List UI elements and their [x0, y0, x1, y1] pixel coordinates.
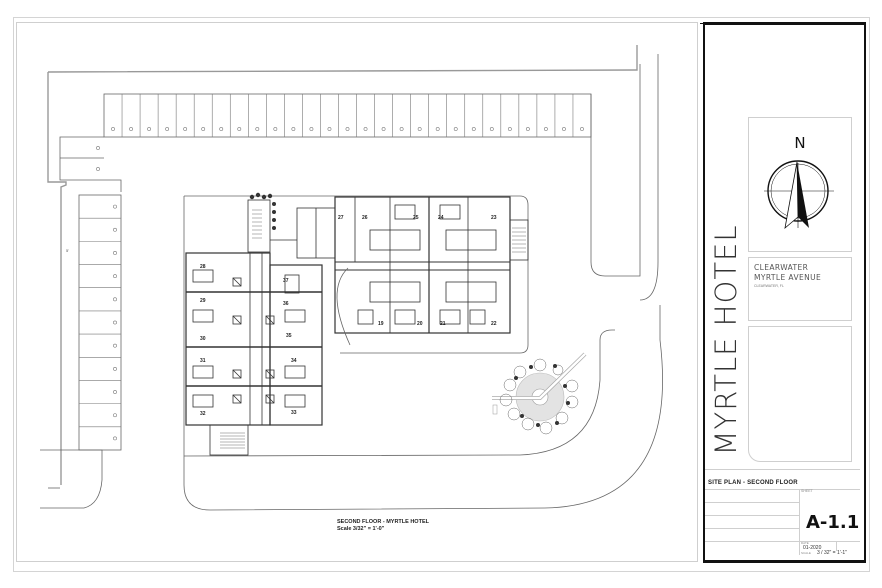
scale-label: SCALE [801, 551, 811, 555]
date-label: DATE [801, 541, 809, 545]
scale-value: 3 / 32" = 1'-1" [817, 550, 847, 556]
divider [799, 489, 800, 555]
north-arrow-box: N [748, 117, 852, 252]
unit-21: 21 [440, 321, 446, 327]
unit-31: 31 [200, 358, 206, 364]
unit-24: 24 [438, 215, 444, 221]
divider [705, 469, 860, 470]
caption-title: SECOND FLOOR - MYRTLE HOTEL [337, 519, 429, 525]
sheet-title: SITE PLAN - SECOND FLOOR [708, 480, 798, 486]
project-address-box: CLEARWATER MYRTLE AVENUE CLEARWATER, FL [748, 257, 852, 321]
unit-35: 35 [286, 333, 292, 339]
unit-27: 27 [338, 215, 344, 221]
sheet-number: A-1.1 [806, 512, 860, 533]
unit-20: 20 [417, 321, 423, 327]
divider [836, 541, 837, 551]
unit-34: 34 [291, 358, 297, 364]
divider [705, 515, 799, 516]
landscape-circle [492, 352, 587, 435]
unit-23: 23 [491, 215, 497, 221]
unit-32: 32 [200, 411, 206, 417]
caption-scale: Scale 3/32" = 1'-0" [337, 526, 385, 532]
unit-36: 36 [283, 301, 289, 307]
date-value: 01-2020 [803, 545, 822, 551]
unit-28: 28 [200, 264, 206, 270]
divider [705, 541, 860, 542]
unit-30: 30 [200, 336, 206, 342]
divider [705, 528, 799, 529]
drawing-frame [16, 22, 698, 562]
divider [705, 502, 799, 503]
address-line3: CLEARWATER, FL [754, 284, 784, 288]
frame-tick [700, 23, 703, 24]
project-name: MYRTLE HOTEL [709, 224, 743, 456]
sheet-label: SHEET [801, 489, 813, 493]
setback-label: 5' [66, 248, 69, 253]
address-line1: CLEARWATER [754, 263, 809, 272]
unit-26: 26 [362, 215, 368, 221]
unit-33: 33 [291, 410, 297, 416]
compass-label: N [794, 134, 806, 152]
notes-box [748, 326, 852, 462]
unit-37: 37 [283, 278, 289, 284]
divider [705, 489, 860, 490]
unit-22: 22 [491, 321, 497, 327]
unit-25: 25 [413, 215, 419, 221]
drawing-caption: SECOND FLOOR - MYRTLE HOTEL Scale 3/32" … [337, 519, 429, 533]
unit-19: 19 [378, 321, 384, 327]
title-block [703, 22, 866, 563]
address-line2: MYRTLE AVENUE [754, 273, 822, 282]
unit-29: 29 [200, 298, 206, 304]
north-arrow-icon [764, 160, 834, 230]
